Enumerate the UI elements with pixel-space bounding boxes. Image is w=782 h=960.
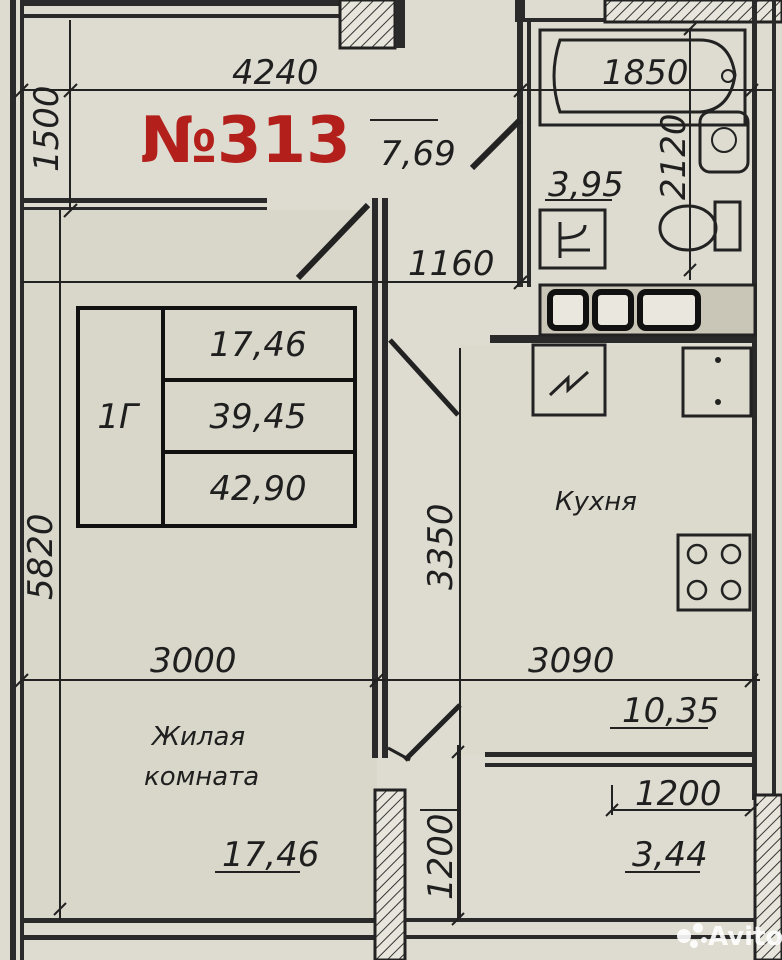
dim-room-width: 3000 xyxy=(150,641,237,681)
dim-bath-depth: 2120 xyxy=(654,113,694,200)
living-area-cell: 17,46 xyxy=(209,325,306,365)
bathtub xyxy=(538,28,747,127)
kitchen-label: Кухня xyxy=(555,487,637,517)
total-area-cell: 42,90 xyxy=(209,469,306,509)
column-top xyxy=(338,0,397,50)
area-summary-table: 1Г 17,46 39,45 42,90 xyxy=(76,306,357,528)
ventilation-duct xyxy=(538,283,757,337)
living-room-area: 17,46 xyxy=(222,835,319,875)
column-top-right xyxy=(603,0,782,24)
kitchen-sink xyxy=(681,346,753,418)
apartment-type-label: 1Г xyxy=(97,397,141,437)
dimension-lines xyxy=(14,20,772,926)
dim-balcony-depth: 1200 xyxy=(421,813,461,900)
hall-area: 7,69 xyxy=(380,134,456,174)
living-room-label-line2: комната xyxy=(144,762,259,792)
sink xyxy=(698,110,750,174)
column-bottom xyxy=(373,788,407,960)
stove xyxy=(676,533,752,612)
doors xyxy=(295,117,523,762)
dim-corridor-width: 1160 xyxy=(408,244,495,284)
balcony-area: 3,44 xyxy=(632,835,708,875)
dim-room-depth: 5820 xyxy=(21,513,61,600)
kitchen-area: 10,35 xyxy=(622,691,719,731)
watermark-text: Avito xyxy=(708,922,782,952)
dim-top-left-depth: 1500 xyxy=(27,85,67,172)
dim-kitchen-width: 3090 xyxy=(528,641,615,681)
living-room-label-line1: Жилая xyxy=(150,722,245,752)
walls xyxy=(10,0,782,960)
electric-panel xyxy=(531,343,607,417)
apartment-number: №313 xyxy=(140,104,351,178)
avito-watermark: Avito xyxy=(677,922,782,952)
net-area-cell: 39,45 xyxy=(209,397,306,437)
dim-top-width: 4240 xyxy=(232,53,319,93)
bath-area: 3,95 xyxy=(548,165,624,205)
column-bottom-right xyxy=(753,793,782,960)
toilet xyxy=(658,200,742,252)
dim-balcony-width: 1200 xyxy=(635,774,722,814)
room-fill xyxy=(22,210,377,920)
dim-kitchen-depth: 3350 xyxy=(421,503,461,590)
dim-bath-width: 1850 xyxy=(602,53,689,93)
boiler xyxy=(538,208,607,270)
